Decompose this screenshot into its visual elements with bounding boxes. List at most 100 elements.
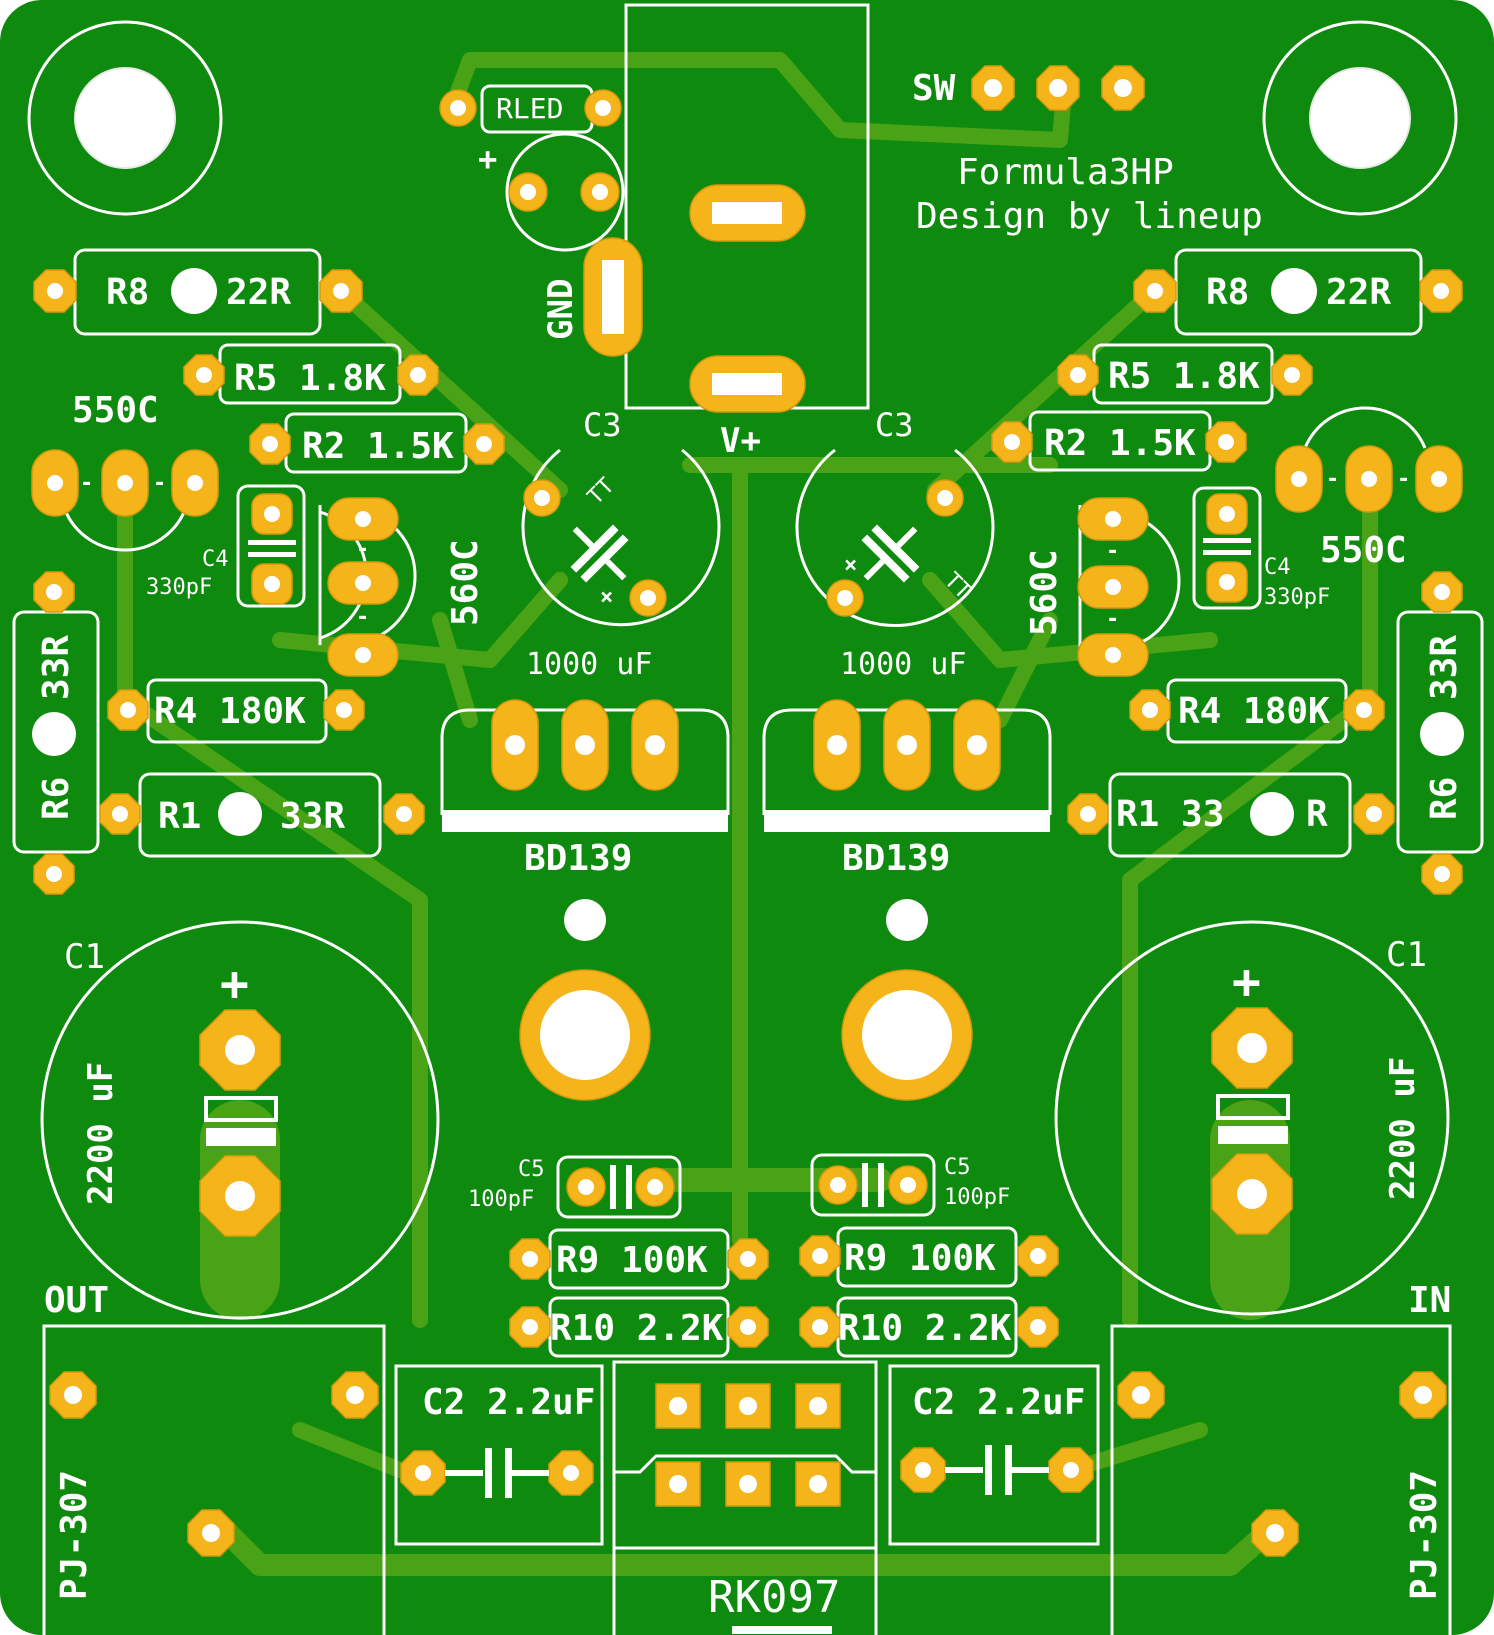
in-label: IN	[1408, 1280, 1451, 1321]
mounting-hole-top-right	[1262, 20, 1458, 216]
silkscreen-label: C2 2.2uF	[912, 1382, 1085, 1423]
c1-right-outline	[1054, 920, 1450, 1316]
c3-left-outline	[521, 448, 721, 627]
silkscreen-label: R10 2.2K	[838, 1308, 1012, 1349]
q550-right-outline	[1303, 406, 1427, 449]
silkscreen-label: C5	[944, 1155, 971, 1180]
silkscreen-label: -	[1326, 467, 1339, 492]
silkscreen-label: R8	[1206, 272, 1249, 313]
r1-right-hole	[1250, 792, 1294, 836]
led-plus: +	[478, 140, 497, 178]
silkscreen-label: 100pF	[468, 1187, 534, 1212]
c3-right-label: C3	[875, 406, 914, 444]
vplus-label: V+	[720, 421, 761, 461]
silkscreen-label: 100pF	[944, 1185, 1010, 1210]
c4-right-outline	[1192, 486, 1262, 610]
silkscreen-label: C4	[202, 547, 229, 572]
pot-outline	[612, 1360, 878, 1635]
silkscreen-label: -	[356, 605, 369, 630]
pot-body	[612, 1546, 878, 1635]
r8-left-hole	[171, 268, 217, 314]
mounting-hole-top-left	[27, 20, 223, 216]
silkscreen-label: 33R	[280, 796, 345, 837]
c2-left-outline	[394, 1364, 604, 1546]
c3-left-symbol	[570, 524, 629, 583]
silkscreen-label: -	[1106, 607, 1119, 632]
r6-right-hole	[1420, 712, 1464, 756]
silkscreen-label: R2 1.5K	[1044, 423, 1196, 464]
silkscreen-label: 330pF	[146, 575, 212, 600]
silkscreen-label: R4 180K	[154, 691, 306, 732]
q550-left-outline	[63, 509, 187, 552]
silkscreen-label: -	[1397, 467, 1410, 492]
silkscreen-label: 33R	[36, 635, 77, 700]
r1-left-hole	[218, 792, 262, 836]
jack-out-outline	[42, 1324, 386, 1635]
silkscreen-label: ×	[844, 553, 857, 578]
silkscreen-label: R5 1.8K	[1108, 356, 1260, 397]
jack-in-label: PJ-307	[1404, 1470, 1445, 1600]
silkscreen-label: C4	[1264, 555, 1291, 580]
q560-right-label: 560C	[1024, 549, 1065, 636]
board-title: Formula3HP	[957, 152, 1174, 193]
silkscreen-label: -	[1106, 539, 1119, 564]
jack-in-outline	[1110, 1324, 1452, 1635]
silkscreen-label: R9 100K	[556, 1240, 708, 1281]
c4-left-outline	[236, 484, 306, 608]
r8-right-hole	[1271, 268, 1317, 314]
led-outline	[505, 132, 625, 252]
silkscreen-label: R2 1.5K	[302, 426, 454, 467]
c5-right-outline	[810, 1153, 936, 1217]
c1-left-outline	[40, 920, 440, 1320]
r6-left-hole	[32, 712, 76, 756]
c2-right-outline	[888, 1364, 1100, 1546]
silkscreen-label: R	[1306, 794, 1328, 835]
bd139-right-label: BD139	[842, 838, 950, 879]
q560-left-label: 560C	[445, 539, 486, 626]
silkscreen-label: R5 1.8K	[234, 358, 386, 399]
board-credit: Design by lineup	[916, 196, 1263, 237]
silkscreen-label: -	[356, 537, 369, 562]
bd139-left-label: BD139	[524, 838, 632, 879]
c3-right-outline	[795, 448, 995, 627]
silkscreen-label: ×	[600, 585, 613, 610]
q550-left-label: 550C	[72, 390, 159, 431]
silkscreen-label: R6	[36, 777, 77, 820]
r1-right-outline	[1108, 772, 1352, 858]
silkscreen-label: C5	[518, 1157, 545, 1182]
gnd-label: GND	[541, 279, 581, 340]
sw-label: SW	[912, 68, 956, 109]
c1-right-label: C1	[1386, 935, 1427, 975]
pot-label: RK097	[708, 1572, 840, 1623]
silkscreen-label: 33R	[1424, 635, 1465, 700]
silkscreen-label: 22R	[1326, 272, 1391, 313]
c3-right-value: 1000 uF	[840, 647, 966, 682]
c5-left-outline	[556, 1155, 682, 1219]
q550-right-label: 550C	[1320, 530, 1407, 571]
silkscreen-label: C2 2.2uF	[422, 1382, 595, 1423]
silkscreen-label: R1 33	[1116, 794, 1224, 835]
c3-right-symbol	[861, 524, 920, 583]
pot-pads	[655, 1383, 841, 1507]
silkscreen-label: R8	[106, 272, 149, 313]
silkscreen-label: -	[80, 471, 93, 496]
silkscreen-label: R6	[1424, 777, 1465, 820]
silkscreen-label: 22R	[226, 272, 291, 313]
sw-header	[971, 65, 1145, 111]
silkscreen-label: +	[220, 956, 249, 1012]
c1-left-label: C1	[64, 937, 105, 977]
c1-left-value: 2200 uF	[81, 1062, 121, 1205]
silkscreen-label: 330pF	[1264, 585, 1330, 610]
silkscreen-label: R4 180K	[1178, 691, 1330, 732]
silkscreen-label: +	[1232, 954, 1261, 1010]
silkscreen-label: -	[153, 471, 166, 496]
rled-label: RLED	[496, 92, 563, 125]
silkscreen-label: R1	[158, 796, 201, 837]
jack-out-label: PJ-307	[54, 1470, 95, 1600]
silkscreen-label: R9 100K	[844, 1238, 996, 1279]
c3-left-value: 1000 uF	[526, 647, 652, 682]
out-label: OUT	[44, 1280, 109, 1321]
c1-right-value: 2200 uF	[1383, 1057, 1423, 1200]
silkscreen-label: R10 2.2K	[550, 1308, 724, 1349]
